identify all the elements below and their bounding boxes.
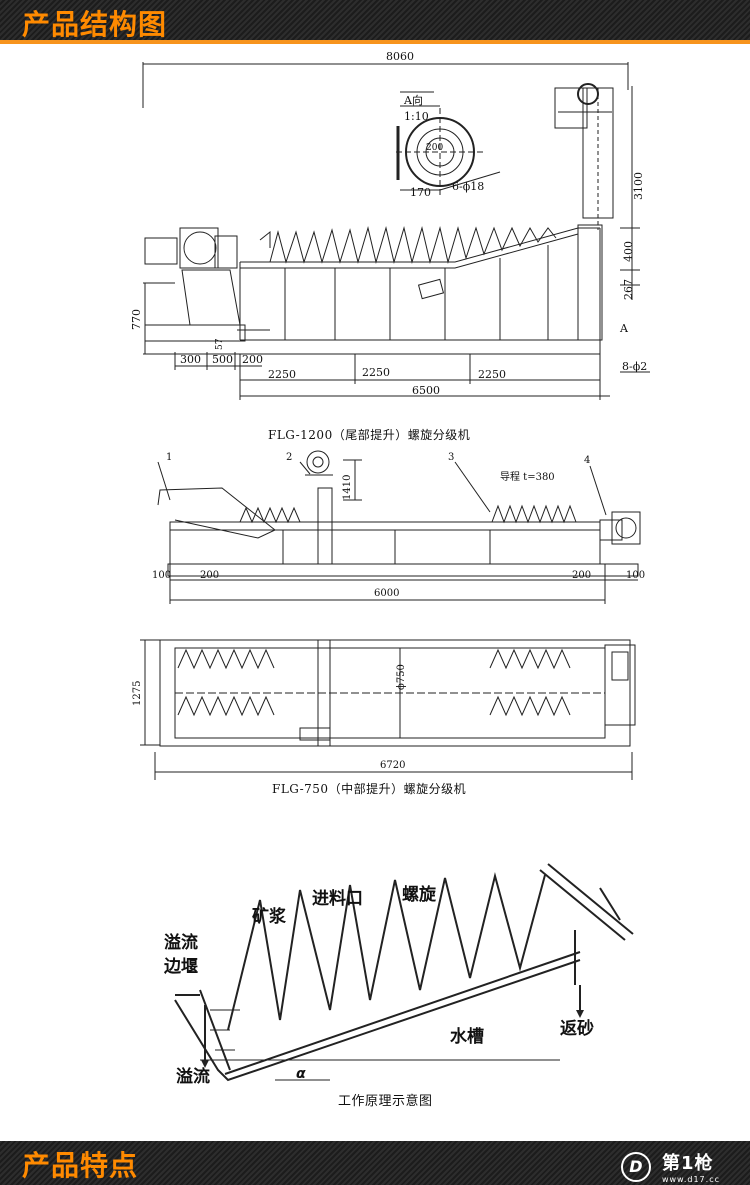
dim-holes: 8-ϕ2 — [622, 360, 647, 373]
detail-holes: 6-ϕ18 — [452, 180, 484, 193]
flg750-plan-drawing — [140, 639, 636, 780]
logo-name: 第1枪 — [661, 1153, 714, 1174]
label-2: 2 — [286, 452, 292, 463]
caption-flg1200: FLG-1200（尾部提升）螺旋分级机 — [268, 428, 471, 442]
flg1200-drawing — [142, 62, 650, 400]
principle-drawing — [174, 863, 634, 1082]
label-4: 4 — [584, 455, 590, 466]
detail-dia: 200 — [426, 143, 443, 153]
label-overflow: 溢流 — [176, 1066, 210, 1087]
dim-400: 400 — [622, 241, 635, 262]
dim-phi750: ϕ750 — [396, 664, 407, 690]
dim-1275: 1275 — [132, 681, 143, 706]
dim-1410: 1410 — [342, 475, 353, 500]
dim-300: 300 — [180, 353, 201, 366]
dim-6500: 6500 — [412, 384, 440, 397]
dim-6720: 6720 — [380, 760, 405, 771]
dim-3100: 3100 — [632, 172, 645, 200]
footer-banner: 产品特点 D 第1枪 www.d17.cc — [0, 1141, 750, 1185]
logo-url: www.d17.cc — [661, 1175, 720, 1184]
detail-170: 170 — [410, 186, 431, 199]
section-title: 产品结构图 — [22, 8, 168, 41]
dim-770: 770 — [130, 309, 143, 330]
dim-2250-2: 2250 — [362, 366, 390, 379]
caption-flg750: FLG-750（中部提升）螺旋分级机 — [272, 782, 467, 796]
label-slurry: 矿浆 — [252, 906, 287, 927]
section-title: 产品特点 — [22, 1149, 139, 1182]
dim-200: 200 — [242, 353, 263, 366]
dim-267: 267 — [622, 279, 635, 300]
label-1: 1 — [166, 452, 172, 463]
label-spiral: 螺旋 — [402, 884, 437, 905]
dim-100b: 100 — [626, 570, 645, 581]
dim-6000: 6000 — [374, 588, 399, 599]
banner-underline — [0, 40, 750, 44]
dim-200a: 200 — [200, 570, 219, 581]
label-feed: 进料口 — [312, 888, 363, 909]
label-tank: 水槽 — [450, 1026, 484, 1047]
pitch-label: 导程 t=380 — [500, 471, 555, 483]
detail-scale: 1:10 — [404, 110, 429, 123]
dim-2250-1: 2250 — [268, 368, 296, 381]
dim-200b: 200 — [572, 570, 591, 581]
label-3: 3 — [448, 452, 454, 463]
logo-mark-icon: D — [620, 1151, 651, 1182]
label-weir1: 溢流 — [164, 932, 198, 953]
label-angle: α — [296, 1066, 306, 1082]
header-banner: 产品结构图 — [0, 0, 750, 44]
detail-dir: A向 — [403, 93, 423, 107]
dim-100a: 100 — [152, 570, 171, 581]
label-sand: 返砂 — [560, 1018, 594, 1039]
flg750-side-drawing — [157, 450, 641, 604]
dim-500: 500 — [212, 353, 233, 366]
label-weir2: 边堰 — [163, 957, 198, 977]
dim-57: 57 — [215, 338, 225, 350]
dim-8060: 8060 — [386, 50, 414, 63]
caption-principle: 工作原理示意图 — [338, 1094, 433, 1109]
brand-logo: D 第1枪 www.d17.cc — [620, 1149, 720, 1184]
a-mark: A — [619, 322, 629, 335]
dim-2250-3: 2250 — [478, 368, 506, 381]
